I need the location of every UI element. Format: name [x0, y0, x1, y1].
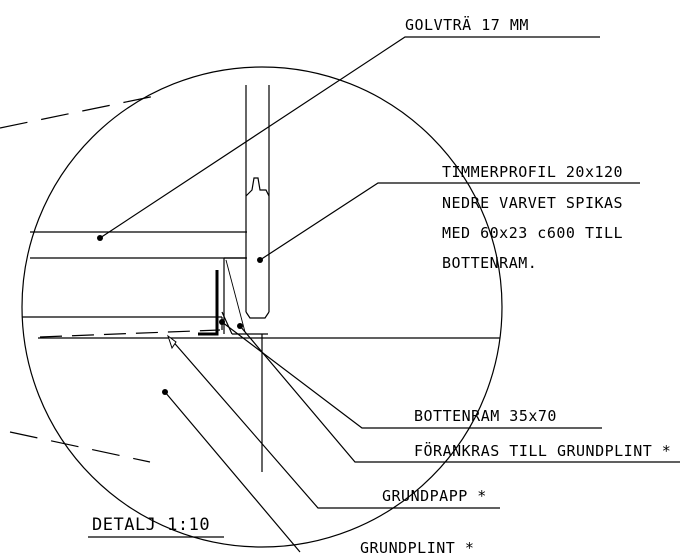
label-timmerprofil-line3: MED 60x23 c600 TILL [442, 224, 623, 242]
timber-wall-profile [245, 85, 270, 319]
label-golvtra: GOLVTRÄ 17 MM [405, 15, 529, 34]
reference-dashes [0, 95, 156, 463]
detail-circle [21, 66, 503, 548]
floor-board [30, 231, 247, 259]
label-grundpapp: GRUNDPAPP * [382, 487, 487, 505]
label-grundplint: GRUNDPLINT * [360, 539, 474, 557]
anchor-bracket [198, 270, 233, 336]
detail-title: DETALJ 1:10 [92, 515, 210, 535]
label-timmerprofil-line1: TIMMERPROFIL 20x120 [442, 163, 623, 181]
label-timmerprofil-line4: BOTTENRAM. [442, 254, 537, 272]
foundation-plinth [22, 316, 500, 339]
leader-lines [97, 36, 680, 553]
label-bottenram: BOTTENRAM 35x70 [414, 407, 557, 425]
label-timmerprofil-line2: NEDRE VARVET SPIKAS [442, 194, 623, 212]
label-forankras: FÖRANKRAS TILL GRUNDPLINT * [414, 441, 671, 460]
